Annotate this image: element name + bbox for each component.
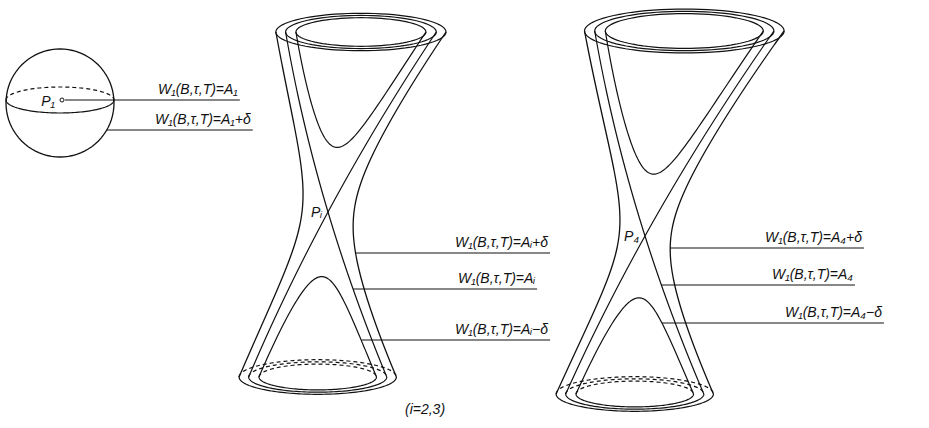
bottom-cap [556,394,713,411]
leader-line [661,285,855,286]
leader-line [353,289,537,290]
point-label: Pᵢ [311,204,322,220]
top-cap [276,13,446,50]
leader-line [65,100,240,101]
leader-line [356,253,551,254]
bottom-cap-hidden [249,362,387,377]
leader-line [361,340,550,341]
level-label: W₁(B,τ,T)=A₄−δ [785,304,882,320]
leader-line [662,323,884,324]
level-label: W₁(B,τ,T)=A₄ [772,266,853,282]
bottom-cap-hidden [239,360,396,377]
point-label: P₄ [624,228,639,244]
sphere-equator [6,100,114,113]
bottom-cap [566,394,704,409]
sphere-outline [6,49,114,157]
cone-surface [286,32,387,377]
level-label: W₁(B,τ,T)=Aᵢ [458,270,535,286]
bottom-cap [576,394,694,407]
bottom-cap [249,377,387,392]
sphere-equator-hidden [6,87,114,100]
cone-surface [595,31,704,394]
top-cap [286,15,437,48]
bottom-cap-hidden [576,381,694,394]
level-label: W₁(B,τ,T)=Aᵢ−δ [455,321,548,337]
cone-surface [249,32,437,377]
index-note: (i=2,3) [405,401,445,417]
cone-surface [566,31,774,394]
outer-surface [556,31,620,394]
outer-surface [353,32,446,377]
point-marker [60,98,64,102]
point-label: P₁ [41,93,55,109]
top-cap [605,14,763,49]
bottom-cap-hidden [556,377,713,394]
bottom-cap [239,377,396,394]
level-label: W₁(B,τ,T)=A₄+δ [765,229,862,245]
level-label: W₁(B,τ,T)=A₁ [158,81,238,97]
top-cap [296,18,426,47]
bottom-cap [259,377,377,390]
level-label: W₁(B,τ,T)=A₁+δ [155,111,251,127]
leader-line [107,130,253,131]
top-cap [595,11,774,50]
bottom-cap-hidden [259,364,377,377]
level-label: W₁(B,τ,T)=Aᵢ+δ [455,234,548,250]
leader-line [670,248,864,249]
bottom-cap-hidden [566,379,704,394]
lobe-surface [296,32,426,147]
top-cap [585,9,785,53]
